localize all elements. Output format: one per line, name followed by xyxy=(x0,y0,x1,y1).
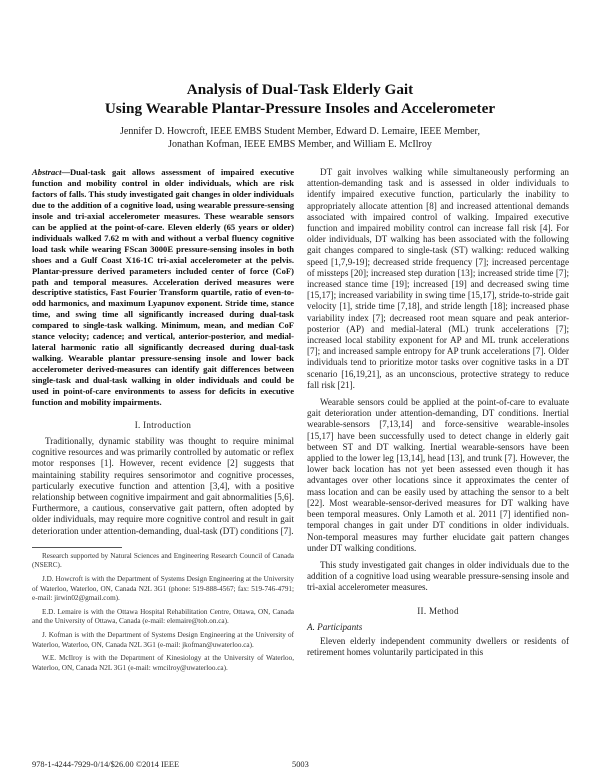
authors-line-2: Jonathan Kofman, IEEE EMBS Member, and W… xyxy=(168,139,432,150)
footnote-lemaire: E.D. Lemaire is with the Ottawa Hospital… xyxy=(32,607,294,626)
abstract: Abstract—Dual-task gait allows assessmen… xyxy=(32,167,294,408)
footnote-funding: Research supported by Natural Sciences a… xyxy=(32,551,294,570)
right-column-body: DT gait involves walking while simultane… xyxy=(307,167,569,594)
abstract-lead: Abstract xyxy=(32,167,62,177)
footnote-howcroft: J.D. Howcroft is with the Department of … xyxy=(32,574,294,603)
method-heading: II. Method xyxy=(417,605,459,616)
page-number: 5003 xyxy=(292,760,309,769)
participants-heading: A. Participants xyxy=(307,621,363,632)
footer-isbn: 978-1-4244-7929-0/14/$26.00 ©2014 IEEE xyxy=(32,760,180,769)
introduction-heading: I. Introduction xyxy=(134,419,192,430)
footnote-kofman: J. Kofman is with the Department of Syst… xyxy=(32,630,294,649)
participants-paragraph: Eleven elderly independent community dwe… xyxy=(307,635,569,657)
title-line-2: Using Wearable Plantar-Pressure Insoles … xyxy=(104,100,496,117)
left-column: Abstract—Dual-task gait allows assessmen… xyxy=(32,167,294,677)
footnotes: Research supported by Natural Sciences a… xyxy=(32,552,294,674)
participants-body: Eleven elderly independent community dwe… xyxy=(307,636,569,658)
right-column: DT gait involves walking while simultane… xyxy=(307,167,569,664)
abstract-text: —Dual-task gait allows assessment of imp… xyxy=(32,167,294,408)
author-list: Jennifer D. Howcroft, IEEE EMBS Student … xyxy=(40,125,560,151)
study-aim-paragraph: This study investigated gait changes in … xyxy=(307,559,569,593)
footnote-mcilroy: W.E. McIlroy is with the Department of K… xyxy=(32,654,294,672)
paper-title: Analysis of Dual-Task Elderly Gait Using… xyxy=(40,80,560,118)
dual-task-paragraph: DT gait involves walking while simultane… xyxy=(307,167,569,390)
title-line-1: Analysis of Dual-Task Elderly Gait xyxy=(186,81,414,98)
introduction-body: Traditionally, dynamic stability was tho… xyxy=(32,436,294,537)
footnote-divider xyxy=(32,546,122,548)
introduction-paragraph: Traditionally, dynamic stability was tho… xyxy=(32,435,294,536)
authors-line-1: Jennifer D. Howcroft, IEEE EMBS Student … xyxy=(120,126,480,137)
wearable-sensors-paragraph: Wearable sensors could be applied at the… xyxy=(307,397,569,553)
